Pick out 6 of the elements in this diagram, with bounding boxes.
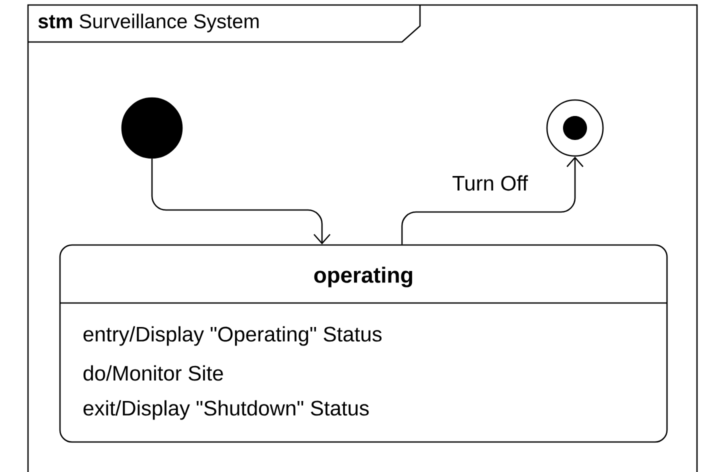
edge-label: Turn Off xyxy=(451,174,529,192)
transition-arrow xyxy=(401,156,584,244)
final-state xyxy=(546,99,604,157)
state-box: operating entry/Display "Operating" Status do/Monitor Site exit/Display "Shutdown" Status xyxy=(59,244,668,443)
initial-state xyxy=(121,97,183,159)
transition-arrow xyxy=(151,158,330,244)
